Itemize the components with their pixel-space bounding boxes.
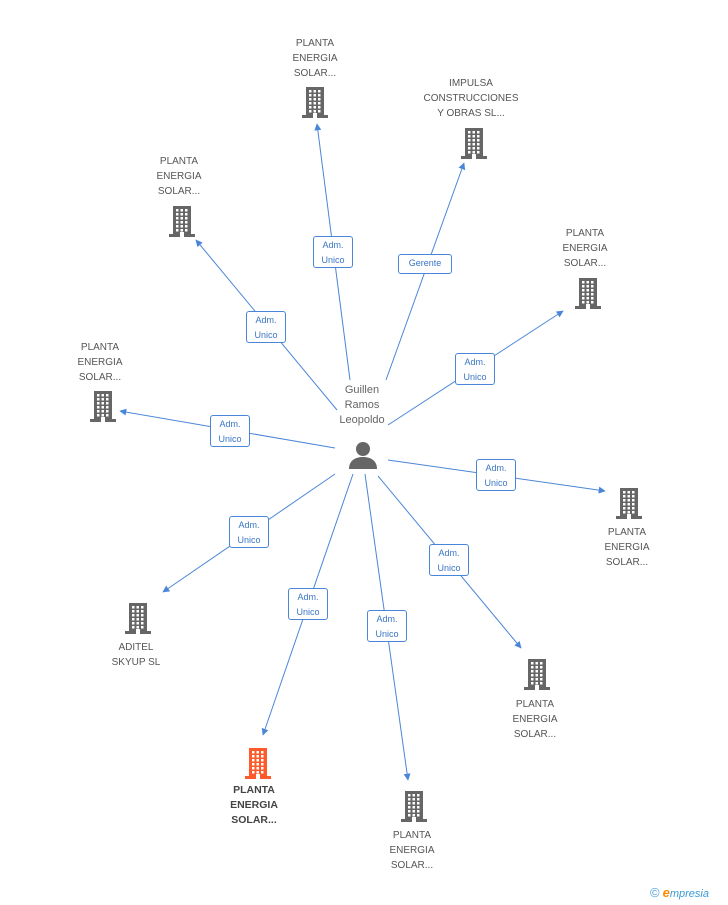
building-icon [169, 206, 195, 237]
relation-label-line: Unico [254, 330, 278, 340]
company-node-7[interactable] [243, 746, 273, 785]
relation-label-line: Adm. [464, 357, 486, 367]
relation-label-line: Adm. [297, 592, 319, 602]
relation-label-line: Adm. [255, 315, 277, 325]
company-label-line: PLANTA [295, 38, 335, 49]
building-icon [575, 278, 601, 309]
company-label-line: ENERGIA [292, 53, 338, 64]
building-icon [245, 748, 271, 779]
empresia-logo[interactable]: ©empresia [650, 885, 709, 900]
relation-badge-5[interactable]: Adm. Unico [476, 459, 516, 491]
company-label-line: CONSTRUCCIONES [423, 93, 519, 104]
building-icon [90, 391, 116, 422]
relation-badge-2[interactable]: Adm. Unico [246, 311, 286, 343]
relation-label-line: Gerente [408, 258, 442, 268]
building-icon [524, 659, 550, 690]
relation-label-line: Unico [237, 535, 261, 545]
company-label-line: ENERGIA [77, 357, 123, 368]
company-label-line: ENERGIA [512, 714, 558, 725]
company-node-9[interactable] [522, 657, 552, 696]
relation-label-line: Unico [321, 255, 345, 265]
company-label-9[interactable]: PLANTA ENERGIA SOLAR... [475, 697, 595, 742]
person-icon [349, 442, 377, 469]
company-label-line: PLANTA [565, 228, 605, 239]
relation-badge-8[interactable]: Adm. Unico [367, 610, 407, 642]
company-label-line: SOLAR... [78, 372, 122, 383]
company-label-0[interactable]: PLANTA ENERGIA SOLAR... [255, 36, 375, 81]
company-label-line: SOLAR... [157, 186, 201, 197]
building-icon [302, 87, 328, 118]
relation-badge-7[interactable]: Adm. Unico [288, 588, 328, 620]
relation-badge-4[interactable]: Adm. Unico [210, 415, 250, 447]
company-label-line: ENERGIA [604, 542, 650, 553]
company-label-8[interactable]: PLANTA ENERGIA SOLAR... [352, 828, 472, 873]
center-name-line: Leopoldo [339, 414, 385, 426]
company-label-line: SKYUP SL [111, 657, 161, 668]
company-label-line: SOLAR... [513, 729, 557, 740]
relation-label-line: Adm. [238, 520, 260, 530]
company-label-line: PLANTA [515, 699, 555, 710]
building-icon [461, 128, 487, 159]
company-node-8[interactable] [399, 789, 429, 828]
copyright-symbol: © [650, 885, 660, 900]
building-icon [125, 603, 151, 634]
company-label-line: PLANTA [159, 156, 199, 167]
company-label-line: ADITEL [118, 642, 154, 653]
relation-label-line: Adm. [438, 548, 460, 558]
company-label-line: SOLAR... [563, 258, 607, 269]
company-label-5[interactable]: PLANTA ENERGIA SOLAR... [567, 525, 687, 570]
company-label-line: PLANTA [80, 342, 120, 353]
company-label-line: ENERGIA [562, 243, 608, 254]
company-label-line: IMPULSA [449, 78, 493, 89]
company-node-2[interactable] [167, 204, 197, 243]
relation-badge-3[interactable]: Adm. Unico [455, 353, 495, 385]
company-label-line: PLANTA [607, 527, 647, 538]
relation-label-line: Adm. [485, 463, 507, 473]
company-node-6[interactable] [123, 601, 153, 640]
company-label-line: SOLAR... [605, 557, 649, 568]
company-label-line: SOLAR... [231, 814, 277, 826]
relation-label-line: Unico [437, 563, 461, 573]
company-node-1[interactable] [459, 126, 489, 165]
company-label-line: ENERGIA [389, 845, 435, 856]
company-label-line: ENERGIA [230, 799, 278, 811]
relation-label-line: Unico [218, 434, 242, 444]
relation-label-line: Adm. [322, 240, 344, 250]
relation-label-line: Adm. [376, 614, 398, 624]
company-label-line: PLANTA [392, 830, 432, 841]
brand-initial: e [662, 885, 670, 900]
company-label-3[interactable]: PLANTA ENERGIA SOLAR... [525, 226, 645, 271]
center-person[interactable] [348, 440, 378, 475]
relation-label-line: Unico [463, 372, 487, 382]
company-node-3[interactable] [573, 276, 603, 315]
company-label-6[interactable]: ADITEL SKYUP SL [76, 640, 196, 670]
company-label-2[interactable]: PLANTA ENERGIA SOLAR... [119, 154, 239, 199]
brand-name: mpresia [669, 888, 709, 900]
building-icon [616, 488, 642, 519]
center-name-line: Guillen [344, 384, 380, 396]
company-label-1[interactable]: IMPULSA CONSTRUCCIONES Y OBRAS SL... [411, 76, 531, 121]
company-label-7[interactable]: PLANTA ENERGIA SOLAR... [194, 783, 314, 828]
relation-label-line: Adm. [219, 419, 241, 429]
company-node-0[interactable] [300, 85, 330, 124]
company-label-line: ENERGIA [156, 171, 202, 182]
company-label-line: PLANTA [233, 784, 275, 796]
company-label-4[interactable]: PLANTA ENERGIA SOLAR... [40, 340, 160, 385]
center-name-line: Ramos [344, 399, 380, 411]
relation-badge-6[interactable]: Adm. Unico [229, 516, 269, 548]
relation-badge-1[interactable]: Gerente [398, 254, 452, 274]
company-node-5[interactable] [614, 486, 644, 525]
company-label-line: Y OBRAS SL... [437, 108, 505, 119]
relation-label-line: Unico [375, 629, 399, 639]
relation-label-line: Unico [296, 607, 320, 617]
relation-badge-9[interactable]: Adm. Unico [429, 544, 469, 576]
relation-badge-0[interactable]: Adm. Unico [313, 236, 353, 268]
company-label-line: SOLAR... [390, 860, 434, 871]
company-label-line: SOLAR... [293, 68, 337, 79]
company-node-4[interactable] [88, 389, 118, 428]
relation-label-line: Unico [484, 478, 508, 488]
building-icon [401, 791, 427, 822]
